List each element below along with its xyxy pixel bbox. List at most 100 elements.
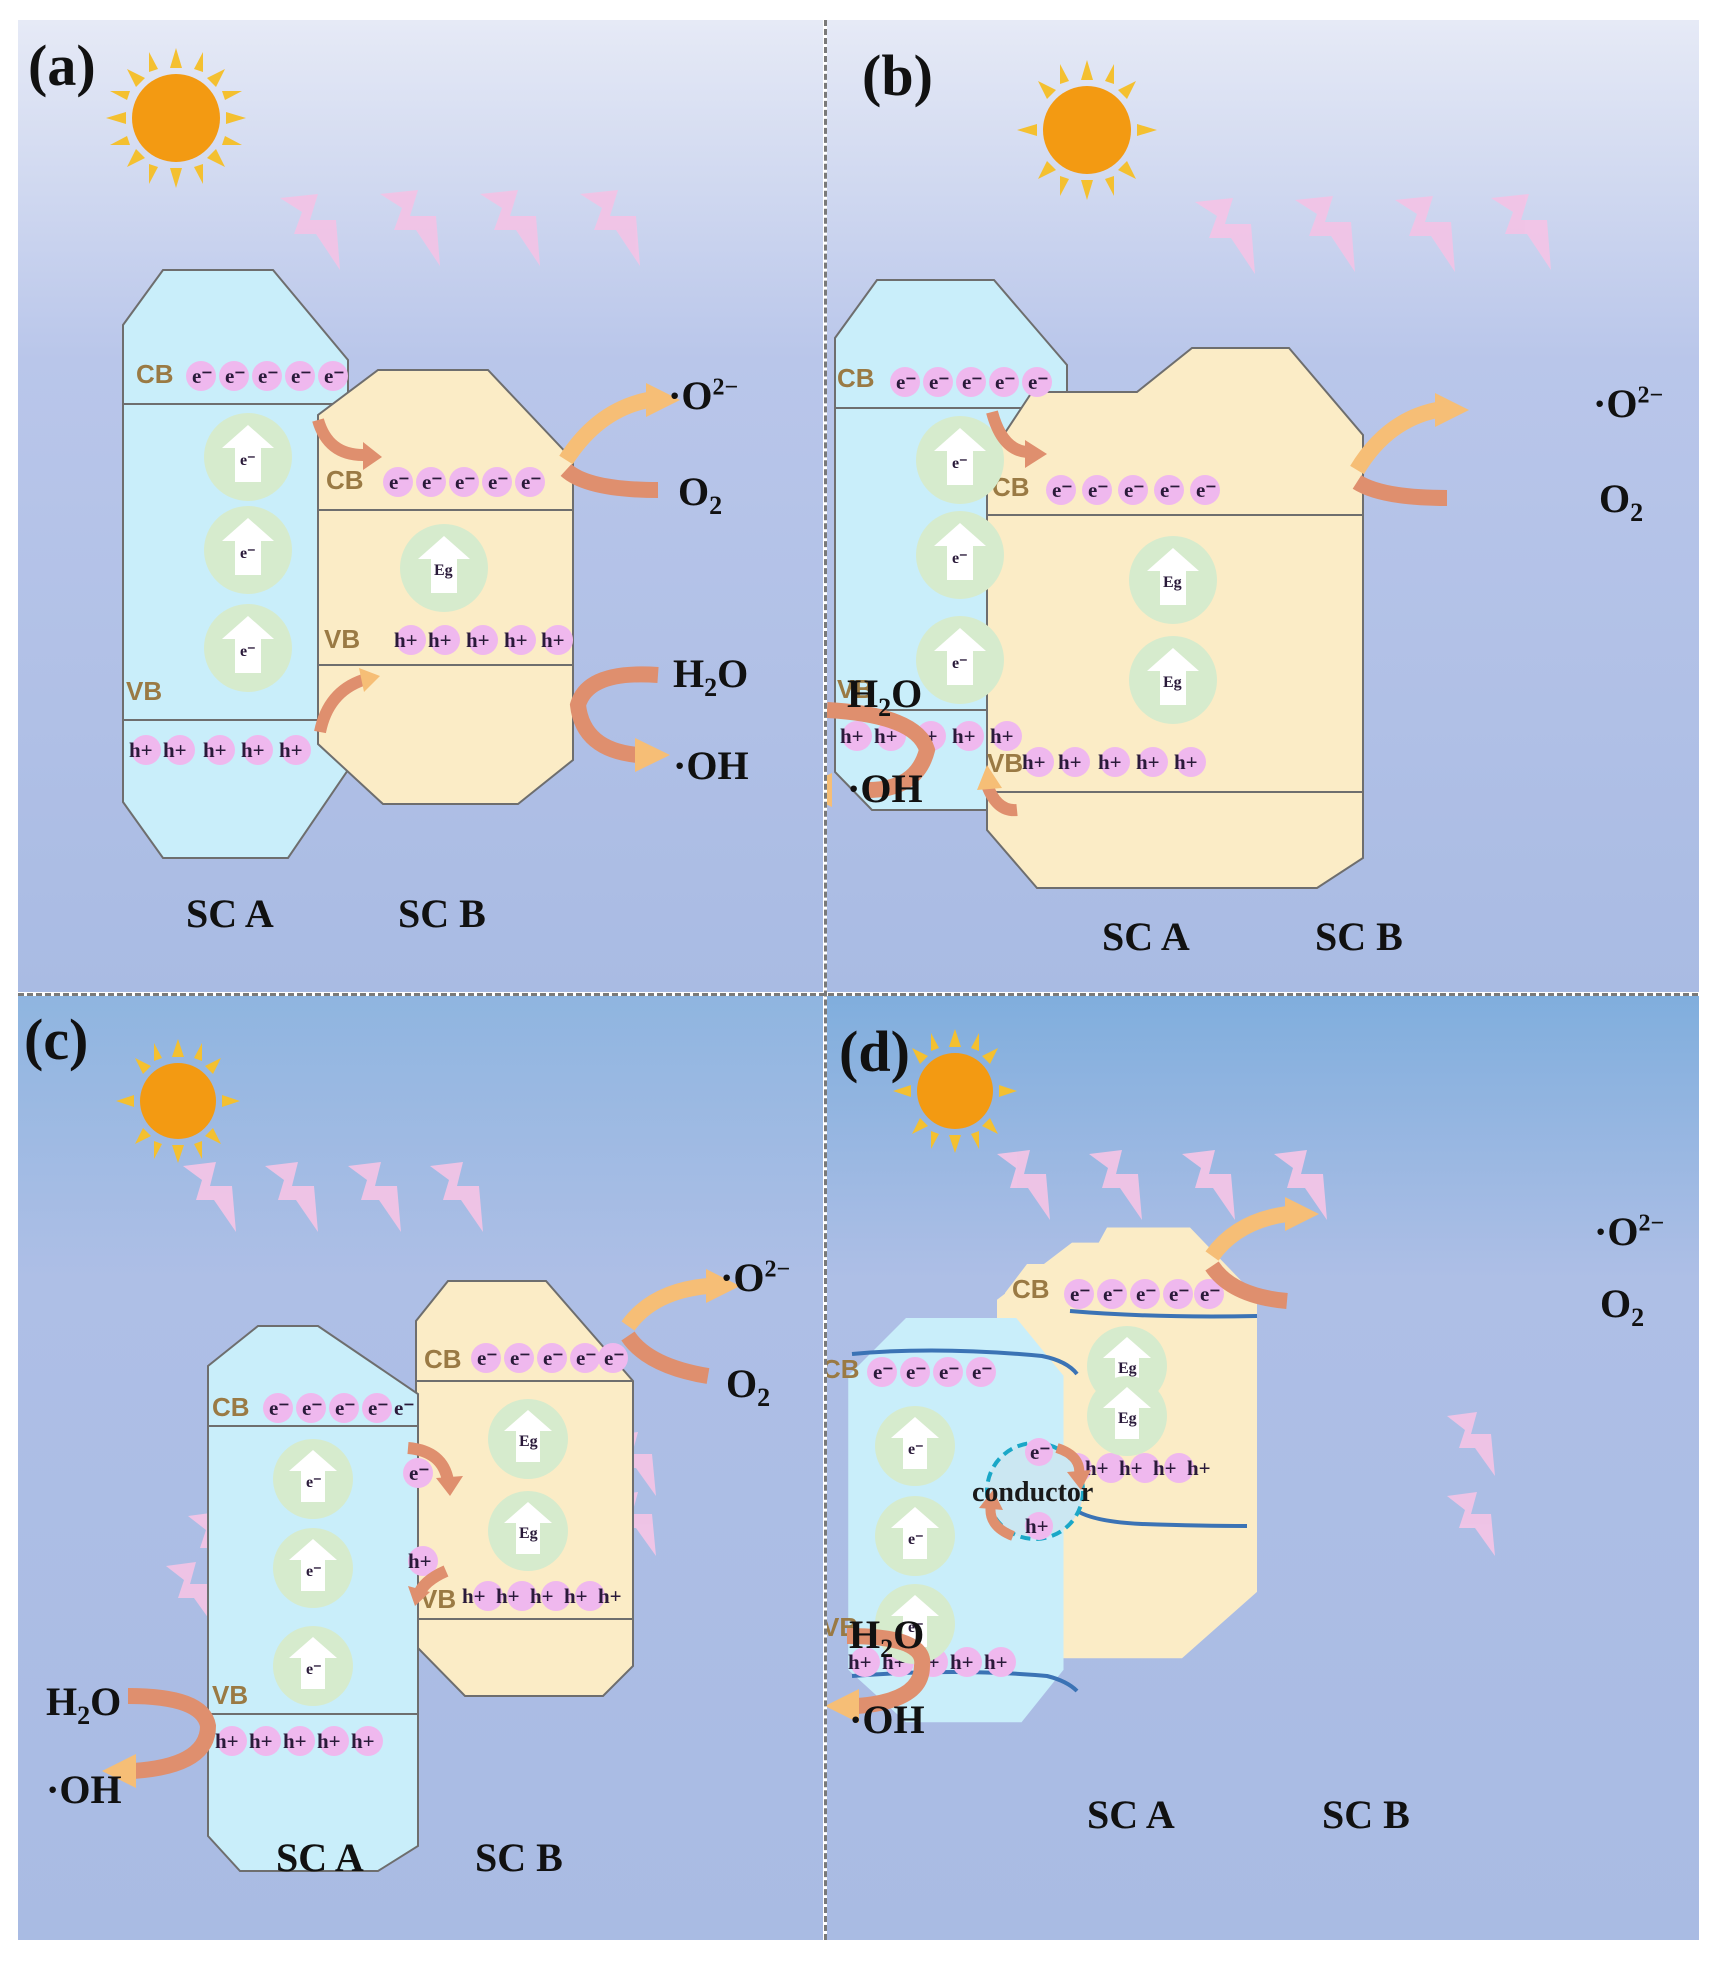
hole: h+ [1085, 1456, 1109, 1480]
electron: e⁻ [906, 1360, 926, 1384]
electron: e⁻ [240, 452, 256, 469]
electron: e⁻ [543, 1346, 563, 1370]
electron: e⁻ [422, 470, 442, 494]
cb-label: CB [827, 1354, 860, 1384]
band-gap: Eg [434, 562, 453, 579]
hole: h+ [241, 738, 265, 762]
cb-label: CB [212, 1392, 250, 1422]
electron: e⁻ [510, 1346, 530, 1370]
electron: e⁻ [576, 1346, 596, 1370]
vb-label: VB [212, 1680, 248, 1710]
hydroxyl-label: ·OH [849, 1697, 925, 1742]
electron: e⁻ [269, 1396, 289, 1420]
conductor-junction [979, 1438, 1091, 1541]
electron-row [186, 361, 348, 391]
cb-label: CB [136, 359, 174, 389]
water-label: H2O [46, 1679, 122, 1730]
sun-icon [893, 1029, 1017, 1153]
hole: h+ [496, 1584, 520, 1608]
hydroxyl-label: ·OH [46, 1767, 122, 1812]
hole: h+ [984, 1650, 1008, 1674]
electron-row [263, 1393, 392, 1423]
electron: e⁻ [488, 470, 508, 494]
hole: h+ [351, 1729, 375, 1753]
electron: e⁻ [302, 1396, 322, 1420]
redox-arrows [827, 1197, 1319, 1723]
electron: e⁻ [1088, 478, 1108, 502]
electron: e⁻ [995, 370, 1015, 394]
sun-icon [1017, 60, 1157, 200]
hole: h+ [1025, 1514, 1049, 1538]
electron: e⁻ [306, 1563, 322, 1580]
panel-c: CB VB CB VB e⁻ e⁻ e⁻ e⁻ e⁻ e⁻ e⁻ e⁻ e⁻ e… [18, 996, 823, 1940]
sc-a-label: SC A [1102, 914, 1190, 959]
hole: h+ [203, 738, 227, 762]
hole: h+ [1136, 750, 1160, 774]
band-gap: Eg [1163, 574, 1182, 591]
sc-a-label: SC A [186, 891, 274, 936]
electron-row [1046, 475, 1220, 505]
hole: h+ [249, 1729, 273, 1753]
hole: h+ [950, 1650, 974, 1674]
hole: h+ [317, 1729, 341, 1753]
oxygen-label: O2 [1600, 1281, 1645, 1332]
electron: e⁻ [306, 1474, 322, 1491]
hole: h+ [163, 738, 187, 762]
electron: e⁻ [291, 364, 311, 388]
hole: h+ [1187, 1456, 1211, 1480]
electron: e⁻ [952, 655, 968, 672]
band-gap: Eg [1163, 674, 1182, 691]
interface-hole [408, 1546, 438, 1576]
electron: e⁻ [324, 364, 344, 388]
electron: e⁻ [1030, 1440, 1050, 1464]
electron: e⁻ [306, 1661, 322, 1678]
hole: h+ [1153, 1456, 1177, 1480]
hole: h+ [466, 628, 490, 652]
transfer-arrows [977, 410, 1047, 817]
electron: e⁻ [1200, 1282, 1220, 1306]
electron: e⁻ [952, 550, 968, 567]
cb-band-edge [1069, 1309, 1258, 1319]
hole-row [473, 1581, 605, 1611]
electron: e⁻ [908, 1441, 924, 1458]
oxygen-label: O2 [1599, 476, 1644, 527]
horizontal-divider [18, 993, 1698, 996]
electron: e⁻ [455, 470, 475, 494]
electron: e⁻ [1028, 370, 1048, 394]
electron: e⁻ [1169, 1282, 1189, 1306]
hole: h+ [952, 724, 976, 748]
electron: e⁻ [1070, 1282, 1090, 1306]
electron: e⁻ [972, 1360, 992, 1384]
electron-row [471, 1343, 628, 1373]
hole-row [131, 735, 311, 765]
hole: h+ [1174, 750, 1198, 774]
electron: e⁻ [1160, 478, 1180, 502]
electron: e⁻ [240, 643, 256, 660]
water-label: H2O [849, 1612, 925, 1663]
cb-label: CB [424, 1344, 462, 1374]
panel-d-semiconductors: CB VB CB VB e⁻ e⁻ e⁻ e⁻ e⁻ e⁻ e⁻ e⁻ e⁻ e… [827, 1197, 1319, 1723]
oxygen-label: O2 [678, 469, 723, 520]
electron: e⁻ [1052, 478, 1072, 502]
water-label: H2O [673, 651, 749, 702]
hole: h+ [279, 738, 303, 762]
hole: h+ [462, 1584, 486, 1608]
interface-electron [403, 1458, 433, 1488]
panel-label: (b) [862, 43, 933, 108]
panel-c-diagram: CB VB CB VB e⁻ e⁻ e⁻ e⁻ e⁻ e⁻ e⁻ e⁻ e⁻ e… [18, 996, 823, 1940]
electron: e⁻ [1103, 1282, 1123, 1306]
hole: h+ [428, 628, 452, 652]
electron: e⁻ [225, 364, 245, 388]
hole: h+ [394, 628, 418, 652]
hole-row [1024, 747, 1206, 777]
electron: e⁻ [1136, 1282, 1156, 1306]
electron-row [383, 467, 545, 497]
redox-arrows [102, 1269, 740, 1788]
electron: e⁻ [389, 470, 409, 494]
electron: e⁻ [335, 1396, 355, 1420]
sc-b-label: SC B [1315, 914, 1403, 959]
panel-label: (a) [28, 33, 96, 98]
electron: e⁻ [929, 370, 949, 394]
electron: e⁻ [1124, 478, 1144, 502]
